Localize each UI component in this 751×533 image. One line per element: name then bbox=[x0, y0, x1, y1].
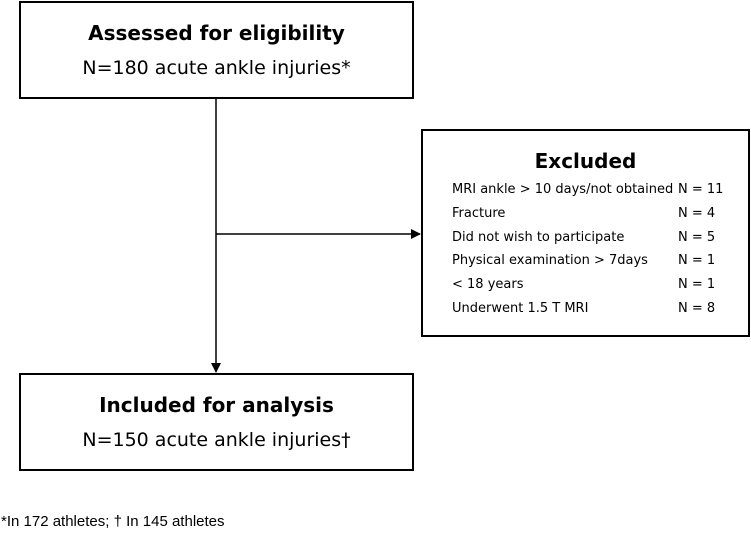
excluded-reason-count: N = 1 bbox=[678, 277, 716, 293]
excluded-reason-count: N = 1 bbox=[678, 253, 716, 269]
excluded-reason-label: MRI ankle > 10 days/not obtained bbox=[452, 182, 674, 197]
excluded-reason-row: Underwent 1.5 T MRI N = 8 bbox=[452, 301, 734, 325]
excluded-title: Excluded bbox=[534, 149, 637, 173]
included-box: Included for analysis N=150 acute ankle … bbox=[19, 373, 414, 471]
excluded-reason-label: Underwent 1.5 T MRI bbox=[452, 300, 589, 316]
excluded-reason-count: N = 4 bbox=[678, 205, 716, 221]
excluded-reason-count: N = 11 bbox=[678, 182, 724, 197]
excluded-reason-row: Physical examination > 7days N = 1 bbox=[452, 253, 734, 277]
excluded-reason-count: N = 8 bbox=[678, 300, 716, 316]
excluded-reason-row: Fracture N = 4 bbox=[452, 206, 734, 230]
excluded-reason-label: Did not wish to participate bbox=[452, 229, 625, 245]
excluded-reason-count: N = 5 bbox=[678, 229, 716, 245]
footnote: *In 172 athletes; † In 145 athletes bbox=[1, 513, 225, 530]
excluded-reason-label: Fracture bbox=[452, 205, 506, 221]
included-title: Included for analysis bbox=[99, 393, 334, 417]
excluded-reason-row: < 18 years N = 1 bbox=[452, 277, 734, 301]
assessed-title: Assessed for eligibility bbox=[88, 21, 345, 45]
assessed-count: N=180 acute ankle injuries* bbox=[82, 57, 351, 79]
excluded-reason-label: Physical examination > 7days bbox=[452, 253, 648, 269]
excluded-reason-label: < 18 years bbox=[452, 277, 524, 293]
assessed-box: Assessed for eligibility N=180 acute ank… bbox=[19, 1, 414, 99]
excluded-reason-row: Did not wish to participate N = 5 bbox=[452, 230, 734, 254]
excluded-box: Excluded MRI ankle > 10 days/not obtaine… bbox=[421, 129, 750, 337]
excluded-reason-list: MRI ankle > 10 days/not obtained N = 11 … bbox=[452, 182, 734, 325]
excluded-reason-row: MRI ankle > 10 days/not obtained N = 11 bbox=[452, 182, 734, 206]
included-count: N=150 acute ankle injuries† bbox=[82, 429, 351, 451]
